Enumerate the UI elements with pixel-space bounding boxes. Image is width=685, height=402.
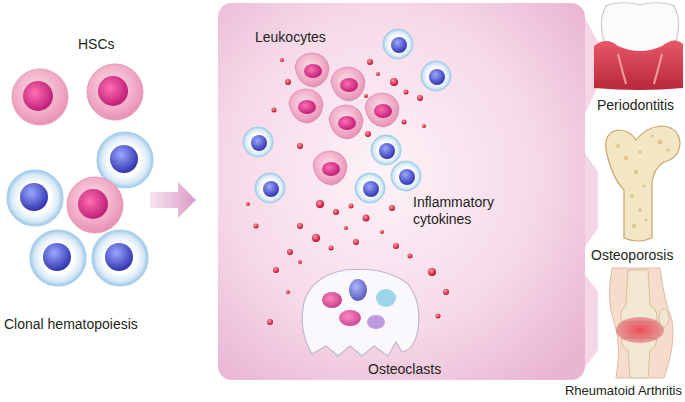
leukocyte [243, 127, 273, 157]
osteoclast-nucleus [322, 292, 342, 308]
cytokine-dot [353, 239, 359, 245]
cytokine-dot [364, 94, 368, 98]
cytokine-dot [390, 78, 398, 86]
knee-illustration [609, 268, 673, 378]
cytokine-dot [376, 72, 380, 76]
disease-label: Osteoporosis [591, 247, 673, 264]
cytokine-dot [298, 260, 302, 264]
cell-label: Leukocytes [255, 29, 326, 46]
leukocyte [331, 67, 365, 101]
inflamed-joint [616, 317, 664, 343]
cytokine-dot [297, 143, 303, 149]
cytokine-dot [417, 95, 423, 101]
panel: LeukocytesInflammatory cytokinesOsteocla… [218, 3, 585, 380]
process-label: Clonal hematopoiesis [4, 316, 138, 333]
leukocyte [313, 151, 347, 185]
callout-wedge [583, 272, 598, 370]
cytokine-dot [329, 246, 334, 251]
leukocyte [391, 161, 421, 191]
cytokine-dot [436, 314, 441, 319]
cytokine-dot [272, 108, 277, 113]
tibia-end [622, 338, 657, 378]
disease-label: Rheumatoid Arthritis [565, 383, 682, 398]
cytokine-dot [402, 120, 407, 125]
cytokine-dot [246, 202, 250, 206]
leukocyte [355, 173, 385, 203]
cytokine-dot [393, 243, 399, 249]
cytokine-dot [367, 59, 373, 65]
hsc-cell [92, 230, 148, 286]
kneecap [659, 309, 669, 327]
porous-spots [616, 134, 670, 228]
hsc-cell [67, 177, 123, 233]
cytokine-dot [285, 79, 291, 85]
leukocyte [371, 135, 401, 165]
cytokine-dot [286, 290, 290, 294]
inflamed-gum [594, 40, 683, 90]
cytokine-dot [422, 124, 426, 128]
leukocyte [365, 93, 399, 127]
tooth-illustration [594, 3, 683, 90]
cytokine-dot [408, 254, 413, 259]
cytokine-dot [297, 223, 303, 229]
osteoclast-body [302, 269, 419, 356]
leukocyte [421, 61, 451, 91]
cytokine-dot [428, 268, 436, 276]
cytokine-dot [333, 209, 339, 215]
cytokine-dot [389, 205, 395, 211]
leg-skin [609, 268, 673, 378]
hsc-cell [12, 69, 68, 125]
cytokine-label: Inflammatory cytokines [413, 194, 513, 228]
osteoclast-nucleus [376, 289, 396, 307]
hsc-cell [87, 64, 143, 120]
flow-arrow [150, 182, 196, 218]
tooth-root [618, 54, 662, 84]
leukocyte [329, 105, 363, 139]
cytokine-dot [380, 230, 384, 234]
osteoclast-nucleus [339, 310, 361, 326]
femur-end [621, 270, 657, 322]
cytokine-dot [273, 267, 279, 273]
cytokine-dot [365, 131, 371, 137]
osteoclast-nucleus [349, 279, 367, 301]
cytokine-dot [344, 226, 348, 230]
cytokine-dot [316, 200, 324, 208]
hsc-cell [30, 230, 86, 286]
cytokine-dot [363, 215, 370, 222]
osteoclast-cell [302, 269, 419, 356]
cytokine-dot [267, 319, 273, 325]
bone-illustration [606, 126, 680, 241]
leukocyte [383, 29, 413, 59]
disease-label: Periodontitis [597, 97, 674, 114]
leukocyte [255, 173, 285, 203]
cytokine-dot [287, 249, 293, 255]
osteoclast-nucleus [367, 315, 385, 329]
cytokine-dot [443, 289, 449, 295]
cytokine-dot [404, 90, 409, 95]
cell-label: HSCs [78, 36, 115, 53]
panel-shape [218, 3, 585, 380]
cytokine-dot [280, 58, 284, 62]
cytokine-dot [312, 234, 320, 242]
cytokine-dot [254, 224, 259, 229]
callout-wedge [583, 150, 598, 250]
leukocyte [295, 53, 329, 87]
leukocyte [289, 89, 323, 123]
femur-bone [606, 126, 680, 241]
cytokine-dot [349, 204, 354, 209]
hsc-cell [7, 170, 63, 226]
cell-label: Osteoclasts [368, 361, 441, 378]
